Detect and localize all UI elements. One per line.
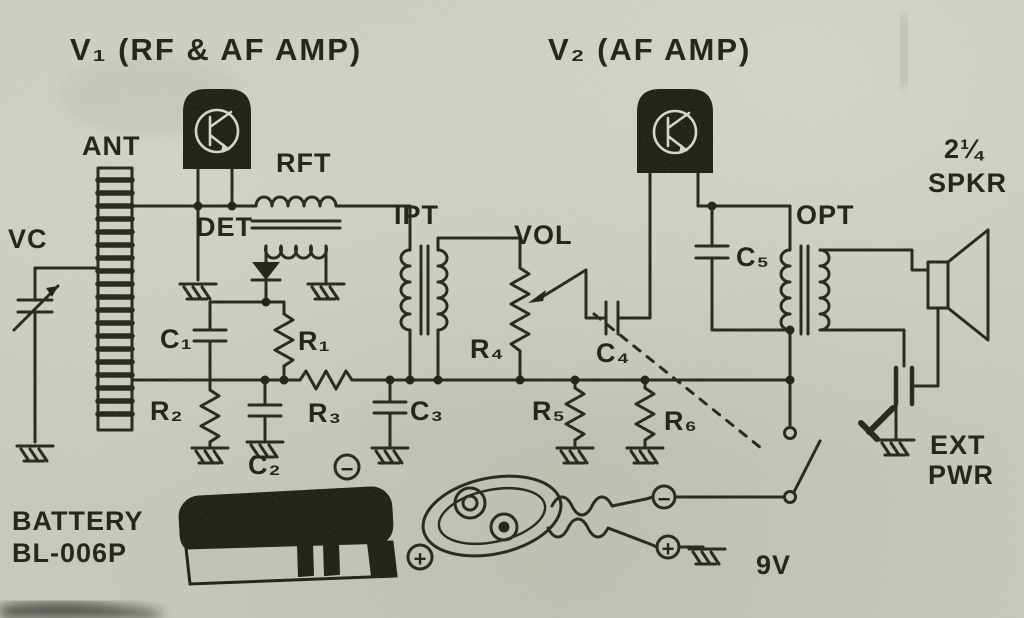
radio-schematic: V₁ (RF & AF AMP) V₂ (AF AMP) ANT RFT VC … — [0, 0, 1024, 618]
schematic-page: V₁ (RF & AF AMP) V₂ (AF AMP) ANT RFT VC … — [0, 0, 1024, 618]
scan-grain-overlay — [0, 0, 1024, 618]
